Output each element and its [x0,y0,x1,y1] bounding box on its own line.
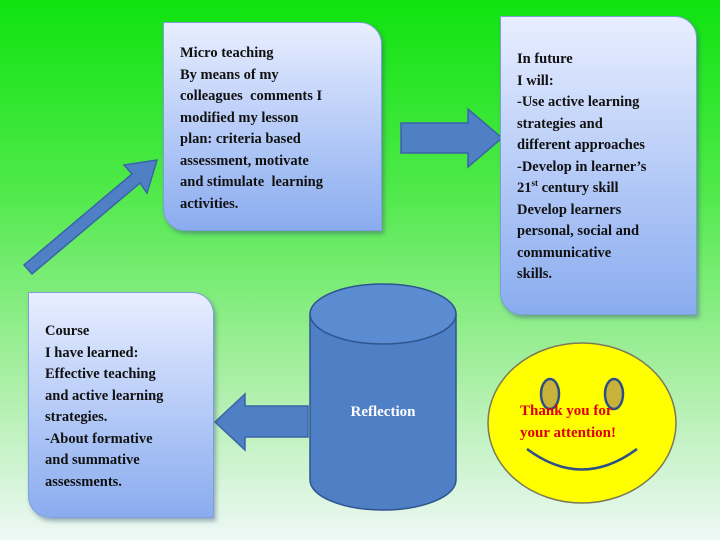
micro-line: and stimulate learning [180,174,323,190]
course-line: I have learned: [45,344,139,361]
in-future-box: In future I will: -Use active learning s… [500,16,697,315]
course-line: strategies. [45,409,108,425]
course-line: -About formative [45,430,153,447]
arrow-reflection-to-course [213,392,309,452]
smiley-face [487,342,677,504]
future-line: -Use active learning [517,94,640,110]
future-line: communicative [517,244,612,261]
thank-you-line: your attention! [520,425,616,441]
micro-line: assessment, motivate [180,152,309,169]
course-line: and summative [45,452,140,468]
course-box: Course I have learned: Effective teachin… [28,292,214,518]
micro-line-title: Micro teaching [180,45,274,61]
future-line: different approaches [517,137,645,153]
future-line-century-skill: 21st century skill [517,178,690,200]
arrow-course-to-micro [22,159,159,276]
future-line: skills. [517,266,553,282]
skill-rest: century skill [538,180,619,196]
smiley-mouth [526,447,638,471]
future-line: personal, social and [517,223,640,239]
future-line: Develop learners [517,201,622,218]
micro-line: modified my lesson [180,109,299,126]
future-line: I will: [517,72,554,89]
reflection-cylinder [309,283,457,511]
future-line-title: In future [517,51,573,67]
smiley-right-eye [603,377,625,411]
micro-line: colleagues comments I [180,88,323,104]
arrow-micro-to-future [400,107,504,169]
future-line: -Develop in learner’s [517,158,647,175]
course-line: Effective teaching [45,366,156,382]
micro-line: activities. [180,195,239,212]
micro-line: plan: criteria based [180,131,301,147]
smiley-left-eye [539,377,561,411]
micro-teaching-box: Micro teaching By means of my colleagues… [163,22,382,231]
reflection-label: Reflection [350,404,416,420]
course-line-title: Course [45,323,90,339]
course-line: assessments. [45,473,122,490]
skill-number: 21 [517,180,532,196]
skill-suffix: st [531,178,539,189]
course-line: and active learning [45,387,164,404]
future-line: strategies and [517,115,603,132]
thank-you-line: Thank you for [520,403,613,419]
micro-line: By means of my [180,66,279,83]
thank-you-text: Thank you for your attention! [520,400,660,444]
